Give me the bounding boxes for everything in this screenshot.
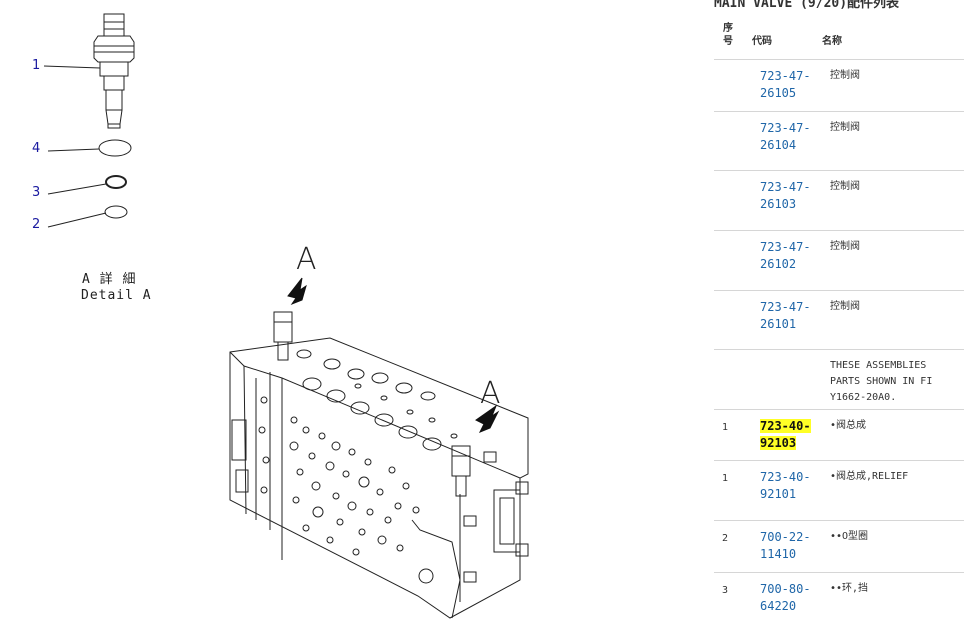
row-part-name: •阀总成	[830, 409, 964, 461]
callout-4[interactable]: 4	[32, 141, 41, 156]
detail-label-en: Detail A	[81, 288, 152, 303]
page-title: MAIN VALVE (9/20)配件列表	[714, 0, 900, 11]
row-part-code-cell: 723-40- 92103	[760, 409, 830, 461]
row-item-no: 1	[714, 409, 760, 461]
part-code-link[interactable]: 723-47- 26101	[760, 300, 811, 331]
part-code-link[interactable]: 723-47- 26104	[760, 121, 811, 152]
part-code-suffix: 92103	[760, 436, 797, 450]
oring-4-illustration	[98, 139, 132, 157]
part-code-suffix: 26103	[760, 197, 797, 211]
part-code-link[interactable]: 723-47- 26102	[760, 240, 811, 271]
row-part-code-cell: 723-47- 26101	[760, 290, 830, 350]
part-code-suffix: 26104	[760, 138, 797, 152]
callout-2[interactable]: 2	[32, 217, 41, 232]
view-letter-a-upper: A	[296, 242, 317, 277]
row-part-name: 控制阀	[830, 59, 964, 112]
part-code-prefix: 723-47-	[760, 69, 811, 83]
part-code-prefix: 723-47-	[760, 300, 811, 314]
row-part-code-cell: 723-47- 26102	[760, 230, 830, 291]
part-code-link[interactable]: 723-40- 92101	[760, 470, 811, 501]
part-code-suffix: 26105	[760, 86, 797, 100]
callout-3[interactable]: 3	[32, 185, 41, 200]
main-valve-block-illustration	[229, 311, 529, 619]
part-code-prefix: 700-22-	[760, 530, 811, 544]
parts-diagram: 1 4 3 2 A 詳 細 Detail A A A	[32, 13, 529, 619]
callout-1[interactable]: 1	[32, 58, 41, 73]
row-part-name: 控制阀	[830, 290, 964, 350]
header-no-line2: 号	[723, 36, 733, 47]
row-part-name: •阀总成,RELIEF	[830, 460, 964, 521]
row-part-name: 控制阀	[830, 170, 964, 231]
row-part-code-cell: 700-80- 64220	[760, 572, 830, 625]
row-part-name: THESE ASSEMBLIES PARTS SHOWN IN FI Y1662…	[830, 349, 964, 410]
row-item-no: 2	[714, 520, 760, 573]
row-part-code-cell: 723-47- 26104	[760, 111, 830, 171]
row-item-no: 3	[714, 572, 760, 625]
part-code-link[interactable]: 723-40- 92103	[760, 419, 811, 450]
part-code-prefix: 723-47-	[760, 180, 811, 194]
row-part-name: 控制阀	[830, 230, 964, 291]
row-part-code-cell: 723-47- 26103	[760, 170, 830, 231]
detail-label-jp: A 詳 細	[82, 272, 137, 287]
row-item-no	[714, 111, 760, 171]
part-code-prefix: 723-40-	[760, 470, 811, 484]
part-code-link[interactable]: 700-22- 11410	[760, 530, 811, 561]
row-part-code-cell: 723-47- 26105	[760, 59, 830, 112]
part-code-prefix: 700-80-	[760, 582, 811, 596]
row-part-name: ••环,挡	[830, 572, 964, 625]
row-part-name: 控制阀	[830, 111, 964, 171]
row-item-no	[714, 290, 760, 350]
relief-valve-illustration	[93, 13, 135, 129]
header-name: 名称	[822, 36, 842, 47]
valve-drawing	[43, 13, 529, 619]
part-code-link[interactable]: 723-47- 26105	[760, 69, 811, 100]
part-code-suffix: 11410	[760, 547, 797, 561]
part-code-suffix: 92101	[760, 487, 797, 501]
table-row: 723-47- 26102 控制阀	[714, 230, 964, 291]
oring-2-illustration	[104, 205, 128, 219]
header-no: 序 号	[723, 22, 733, 48]
part-code-prefix: 723-40-	[760, 419, 811, 433]
row-part-name: ••O型圈	[830, 520, 964, 573]
row-item-no: 1	[714, 460, 760, 521]
part-code-link[interactable]: 723-47- 26103	[760, 180, 811, 211]
table-row: 723-47- 26103 控制阀	[714, 170, 964, 231]
table-row: THESE ASSEMBLIES PARTS SHOWN IN FI Y1662…	[714, 349, 964, 410]
header-no-line1: 序	[723, 23, 733, 34]
header-code: 代码	[752, 36, 772, 47]
part-code-prefix: 723-47-	[760, 240, 811, 254]
row-item-no	[714, 170, 760, 231]
row-item-no	[714, 230, 760, 291]
row-part-code-cell: 723-40- 92101	[760, 460, 830, 521]
row-item-no	[714, 349, 760, 410]
part-code-prefix: 723-47-	[760, 121, 811, 135]
backup-ring-3-illustration	[105, 175, 127, 189]
table-row: 723-47- 26104 控制阀	[714, 111, 964, 171]
table-row: 723-47- 26101 控制阀	[714, 290, 964, 350]
view-letter-a-lower: A	[480, 376, 501, 411]
table-row: 723-47- 26105 控制阀	[714, 59, 964, 112]
parts-table: 723-47- 26105 控制阀 723-47- 26104 控制阀 723-47- 261…	[714, 59, 964, 625]
parts-list-panel: MAIN VALVE (9/20)配件列表 序 号 代码 名称 723-47- 2…	[712, 0, 964, 629]
row-part-code-cell	[760, 349, 830, 410]
part-code-suffix: 26101	[760, 317, 797, 331]
row-part-code-cell: 700-22- 11410	[760, 520, 830, 573]
part-code-suffix: 26102	[760, 257, 797, 271]
part-code-link[interactable]: 700-80- 64220	[760, 582, 811, 613]
row-item-no	[714, 59, 760, 112]
part-code-suffix: 64220	[760, 599, 797, 613]
